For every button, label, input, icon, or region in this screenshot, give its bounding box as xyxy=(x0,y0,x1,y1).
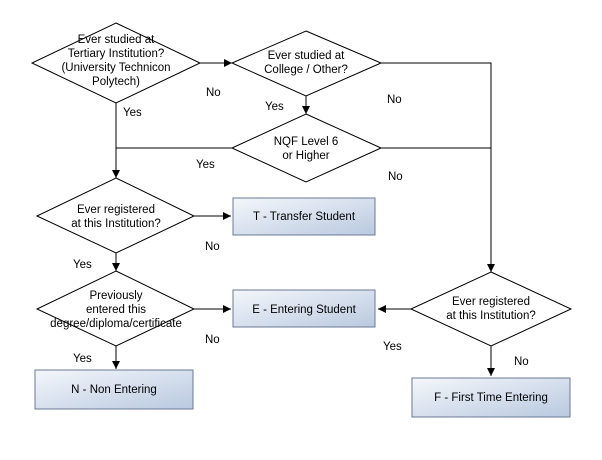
label-college-yes: Yes xyxy=(265,101,284,113)
edge-college-no xyxy=(381,62,495,272)
previously-line-2: entered this xyxy=(86,304,146,316)
previously-line-3: degree/diploma/certificate xyxy=(50,318,182,330)
decision-college: Ever studied at College / Other? xyxy=(230,30,383,97)
outcome-first-time: F - First Time Entering xyxy=(411,377,571,418)
label-nqf-no: No xyxy=(388,171,403,183)
outcome-entering: E - Entering Student xyxy=(232,289,376,328)
nqf-line-1: NQF Level 6 xyxy=(274,136,339,148)
box-non-entering xyxy=(34,369,194,410)
diamond-registered-left xyxy=(35,177,196,254)
label-regleft-no: No xyxy=(205,241,220,253)
label-tertiary-yes: Yes xyxy=(123,107,142,119)
tertiary-line-4: Polytech) xyxy=(92,76,140,88)
non-entering-label: N - Non Entering xyxy=(71,384,157,396)
box-entering xyxy=(232,289,376,328)
label-tertiary-no: No xyxy=(206,87,221,99)
registered-left-line-1: Ever registered xyxy=(77,204,155,216)
outcome-transfer: T - Transfer Student xyxy=(232,197,376,236)
entering-label: E - Entering Student xyxy=(252,304,356,316)
outcome-non-entering: N - Non Entering xyxy=(34,369,194,410)
label-college-no: No xyxy=(387,94,402,106)
previously-line-1: Previously xyxy=(89,290,142,302)
box-first-time xyxy=(411,377,571,418)
registered-right-line-1: Ever registered xyxy=(452,296,530,308)
decision-registered-left: Ever registered at this Institution? xyxy=(35,177,196,254)
diamond-registered-right xyxy=(409,271,573,347)
transfer-label: T - Transfer Student xyxy=(253,211,356,223)
diamond-tertiary xyxy=(30,22,202,104)
diamond-college xyxy=(230,30,383,97)
edge-labels: No Yes Yes No Yes No No Yes No Yes Yes N… xyxy=(73,87,529,368)
decision-registered-right: Ever registered at this Institution? xyxy=(409,271,573,347)
registered-right-line-2: at this Institution? xyxy=(446,310,536,322)
college-line-2: College / Other? xyxy=(264,64,348,76)
tertiary-line-3: (University Technicon xyxy=(61,62,170,74)
label-prev-no: No xyxy=(205,334,220,346)
diamond-previously xyxy=(35,270,196,347)
nqf-line-2: or Higher xyxy=(282,150,329,162)
box-transfer xyxy=(232,197,376,236)
decision-nqf: NQF Level 6 or Higher xyxy=(230,113,383,183)
registered-left-line-2: at this Institution? xyxy=(71,218,161,230)
label-prev-yes: Yes xyxy=(73,353,92,365)
tertiary-line-1: Ever studied at xyxy=(78,34,156,46)
college-line-1: Ever studied at xyxy=(268,50,346,62)
label-regright-no: No xyxy=(514,356,529,368)
tertiary-line-2: Tertiary Institution? xyxy=(68,48,165,60)
label-nqf-yes: Yes xyxy=(196,159,215,171)
connectors xyxy=(112,59,495,376)
decision-tertiary: Ever studied at Tertiary Institution? (U… xyxy=(30,22,202,104)
label-regleft-yes: Yes xyxy=(73,259,92,271)
label-regright-yes: Yes xyxy=(383,341,402,353)
diamond-nqf xyxy=(230,113,383,183)
decision-previously: Previously entered this degree/diploma/c… xyxy=(35,270,196,347)
first-time-label: F - First Time Entering xyxy=(434,392,548,404)
